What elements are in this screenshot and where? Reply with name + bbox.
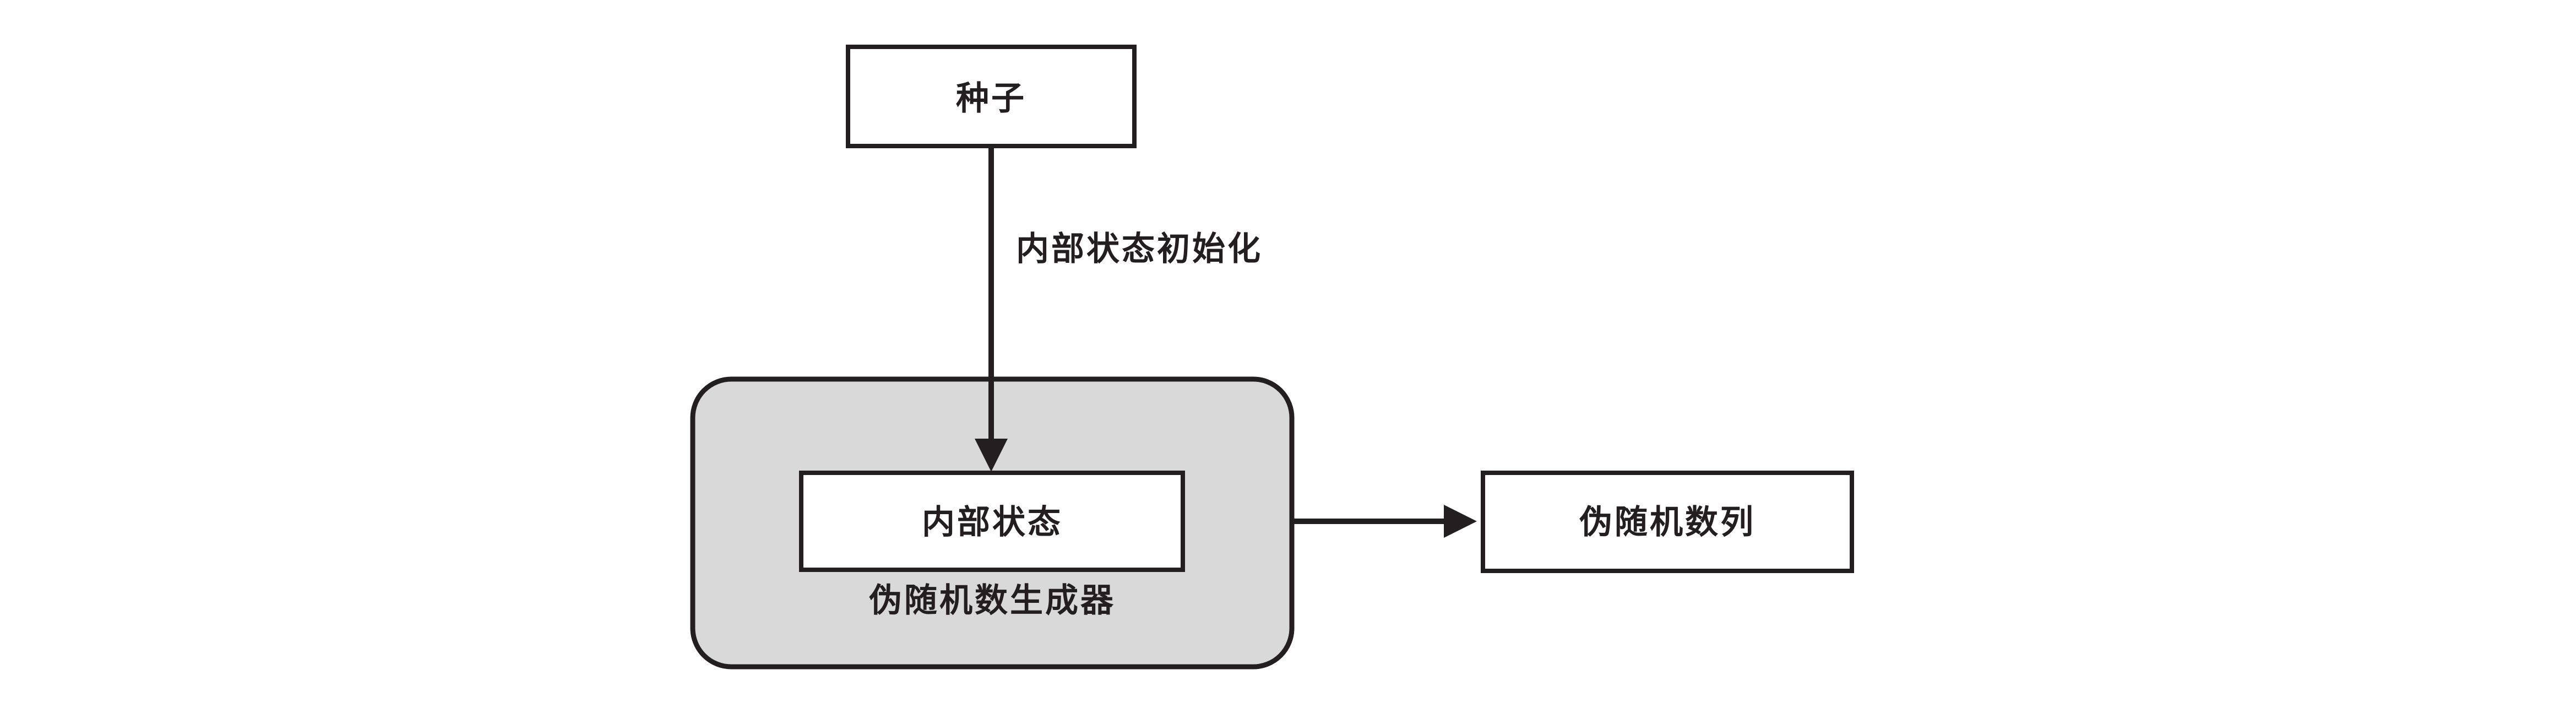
init-edge-label: 内部状态初始化 — [1016, 230, 1263, 268]
seed-node: 种子 — [846, 45, 1137, 148]
output-node: 伪随机数列 — [1481, 471, 1854, 573]
output-label: 伪随机数列 — [1579, 503, 1756, 542]
internal-state-label: 内部状态 — [922, 503, 1063, 542]
init-arrow: 内部状态初始化 — [975, 146, 1263, 472]
generator-label: 伪随机数生成器 — [869, 581, 1116, 620]
seed-label: 种子 — [956, 79, 1026, 118]
internal-state-node: 内部状态 — [799, 471, 1185, 572]
